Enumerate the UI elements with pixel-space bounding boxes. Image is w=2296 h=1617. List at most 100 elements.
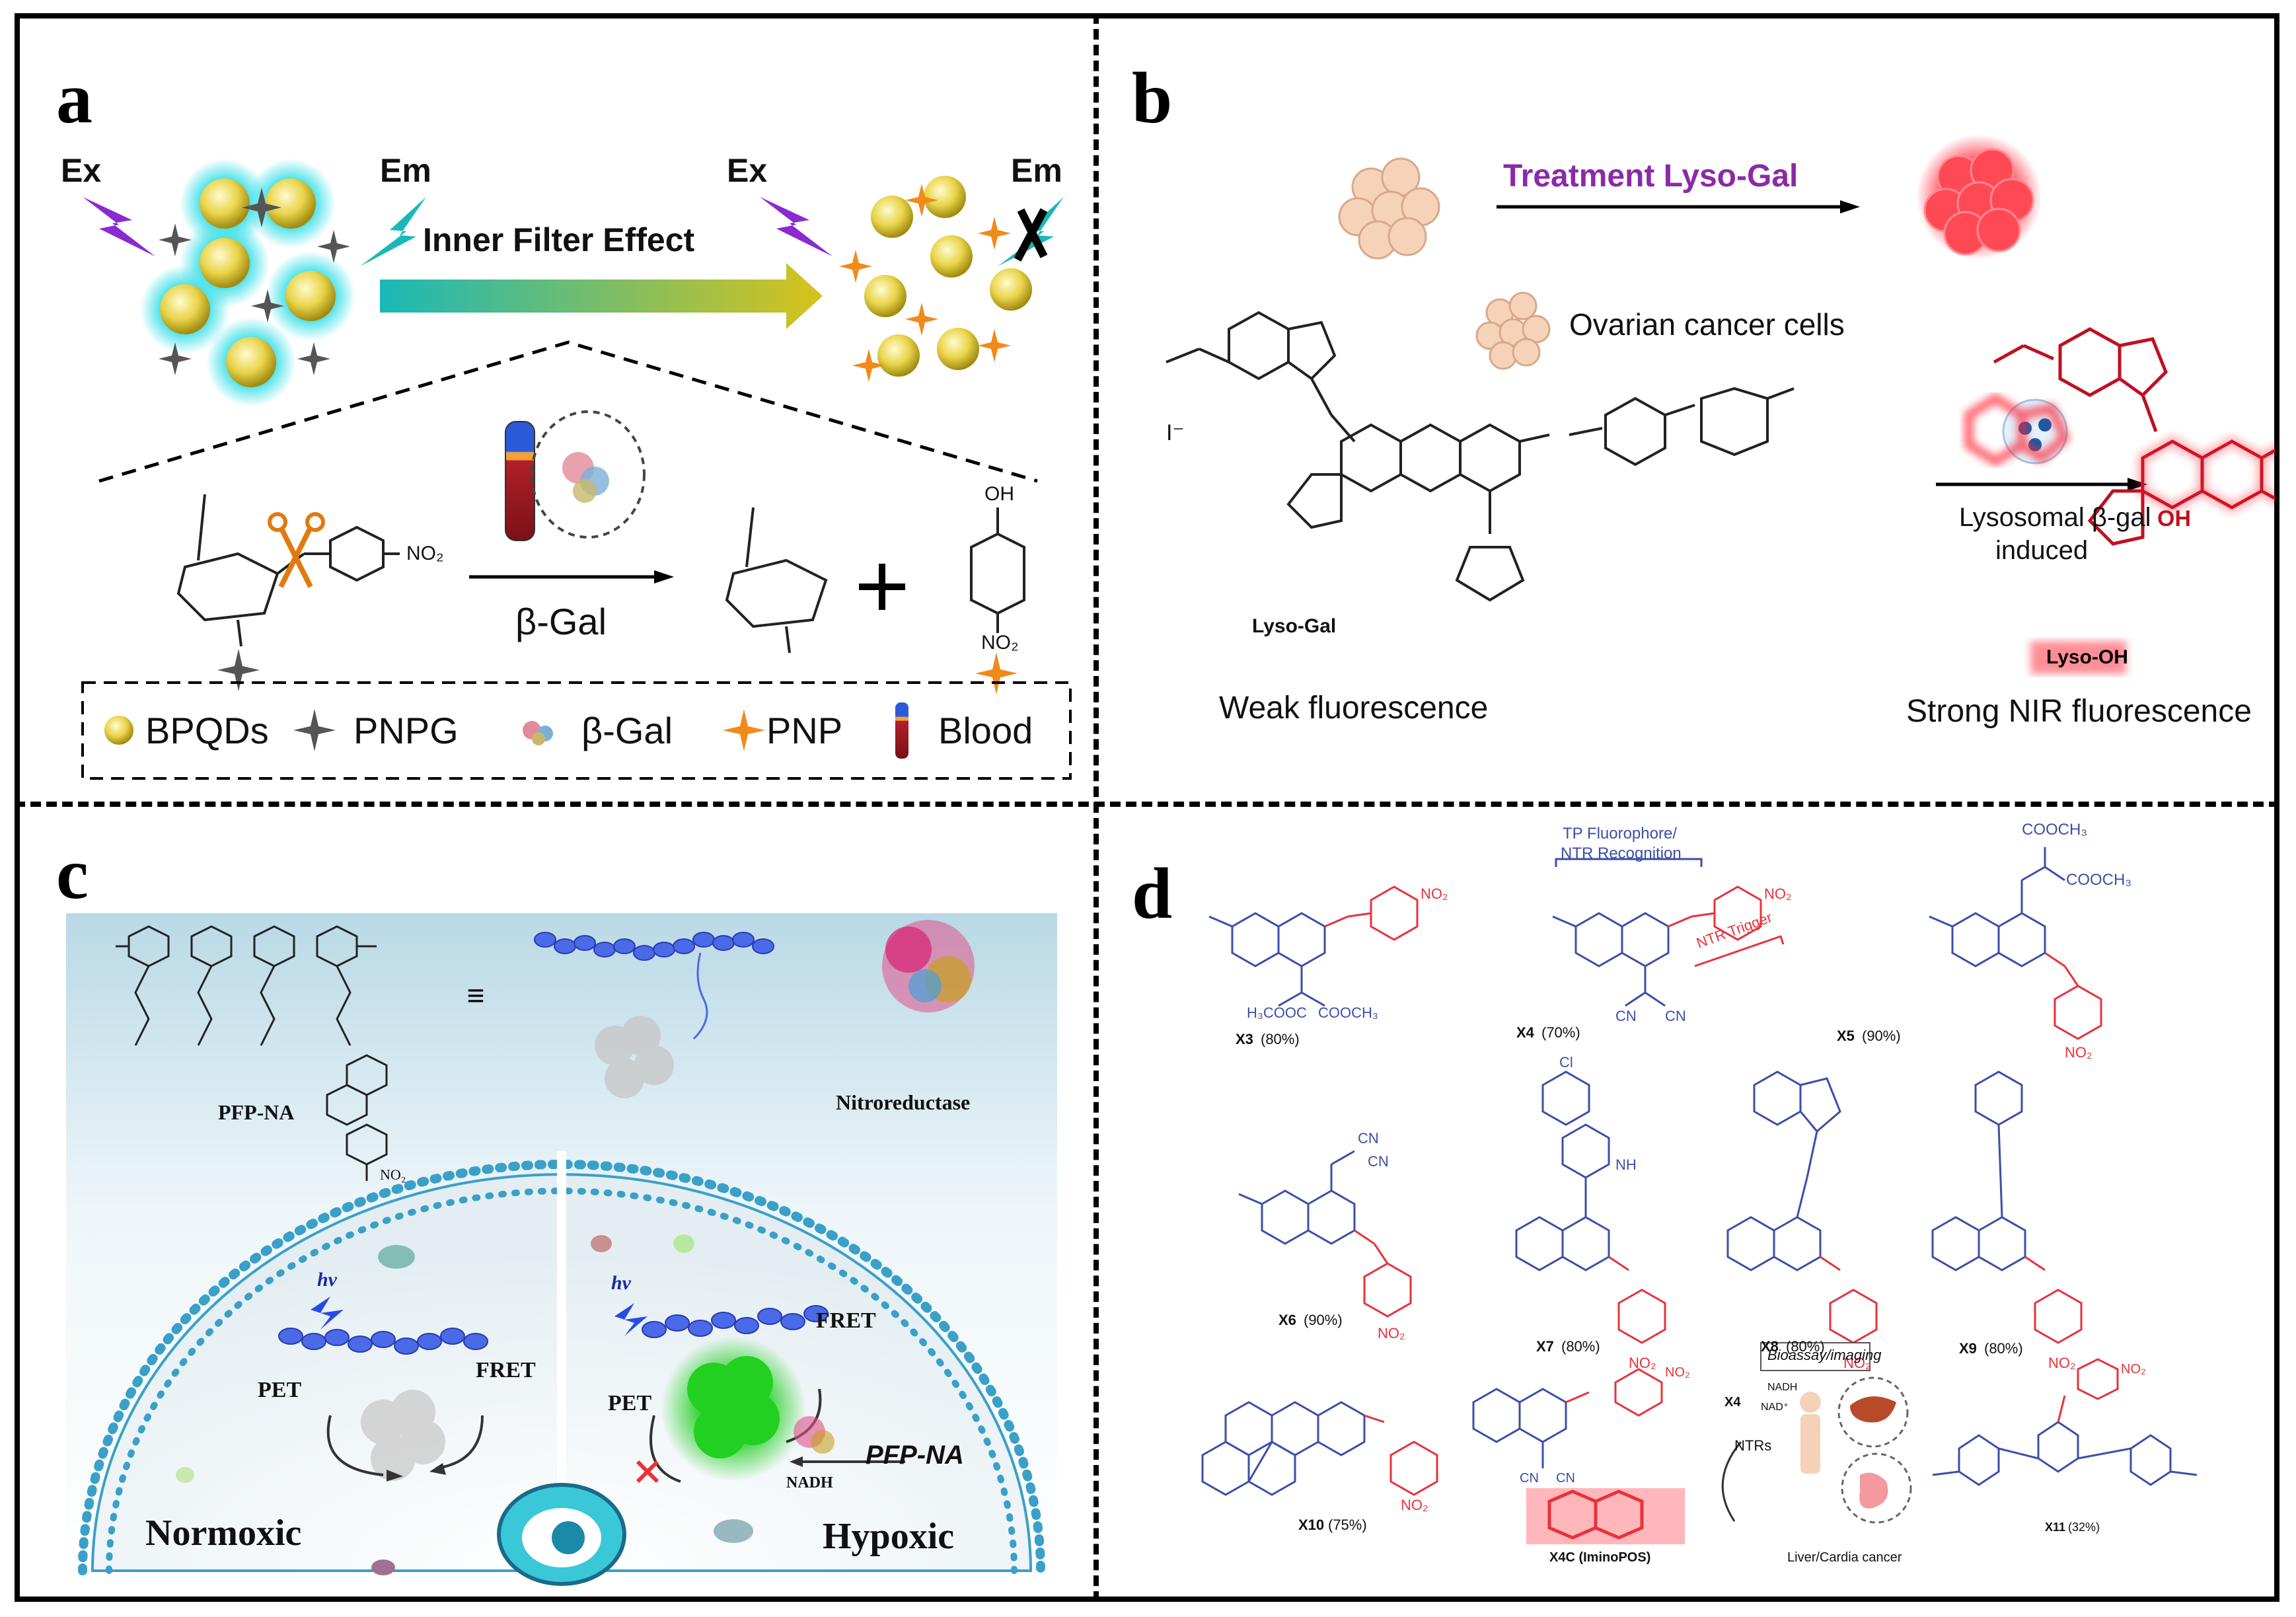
structure-x3 xyxy=(1208,885,1419,1007)
structure-x9 xyxy=(1931,1071,2083,1344)
x6-cn-top: CN xyxy=(1358,1130,1379,1147)
x4-to-x4c-arrow xyxy=(1721,1441,1742,1522)
pfp-na-label: PFP-NA xyxy=(218,1100,295,1124)
cancer-label: Liver/Cardia cancer xyxy=(1787,1550,1902,1565)
legend-enzyme-icon xyxy=(523,721,553,745)
hv-label-left: hv xyxy=(317,1269,337,1291)
x9-no2: NO₂ xyxy=(2048,1355,2076,1371)
x4-no2: NO₂ xyxy=(1764,885,1792,902)
fret-label-left: FRET xyxy=(476,1358,536,1382)
panel-label-c: c xyxy=(56,833,89,914)
panel-a-graphic xyxy=(81,159,1072,780)
x6-cn-bottom: CN xyxy=(1368,1153,1389,1170)
nadh-enzyme-icon xyxy=(794,1416,834,1454)
structure-x4 xyxy=(1552,858,1785,1007)
legend-blood-tube-icon xyxy=(895,702,908,759)
x5-cooch3-top: COOCH₃ xyxy=(2022,821,2088,839)
plus-sign xyxy=(859,564,905,610)
panel-d: d xyxy=(1100,808,2275,1597)
nitrophenol-structure xyxy=(970,508,1025,633)
x6-no2: NO₂ xyxy=(1378,1325,1405,1341)
enzyme-icon xyxy=(562,452,609,503)
bioassay-label: Bioassay/imaging xyxy=(1767,1347,1882,1363)
enzyme-line1: Lysosomal β-gal xyxy=(1959,503,2151,532)
tether-top xyxy=(692,952,708,1040)
hv-bolt-right xyxy=(614,1303,648,1336)
x6-id: X6 xyxy=(1278,1312,1296,1328)
x4c-label: X4C (IminoPOS) xyxy=(1549,1550,1651,1565)
structure-x7 xyxy=(1515,1071,1666,1344)
organelle-5 xyxy=(371,1560,395,1575)
organelle-3 xyxy=(591,1235,612,1252)
liver-icon xyxy=(1850,1396,1896,1423)
green-fluorophore xyxy=(661,1336,806,1482)
x5-id: X5 xyxy=(1837,1028,1855,1044)
nadh-label-d: NADH xyxy=(1767,1382,1798,1393)
pet-label-right: PET xyxy=(608,1391,652,1415)
header-line1: TP Fluorophore/ xyxy=(1563,825,1677,843)
x4-yield: (70%) xyxy=(1541,1024,1580,1041)
inner-filter-label: Inner Filter Effect xyxy=(423,221,695,258)
quencher-gray-top xyxy=(595,1016,674,1098)
x4-cn-left: CN xyxy=(1615,1008,1637,1024)
x3-id: X3 xyxy=(1236,1031,1253,1047)
pet-blocked-x-icon xyxy=(636,1460,659,1484)
x4-reaction-cn-right: CN xyxy=(1556,1471,1575,1485)
panel-b: b xyxy=(1100,19,2275,798)
bpqd-cluster-left xyxy=(140,159,355,407)
header-line2: NTR Recognition xyxy=(1561,845,1682,862)
x4-reaction-no2: NO₂ xyxy=(1665,1365,1690,1380)
structure-x6 xyxy=(1238,1150,1412,1318)
lyso-gal-name: Lyso-Gal xyxy=(1252,615,1337,637)
x3-cooch3: COOCH₃ xyxy=(1318,1004,1378,1021)
fret-label-right: FRET xyxy=(816,1308,876,1333)
x11-yield: (32%) xyxy=(2068,1521,2100,1534)
pnpg-marker-star xyxy=(217,649,260,691)
reactant-no2-label: NO₂ xyxy=(406,543,444,564)
beta-gal-label: β-Gal xyxy=(515,601,607,642)
x3-yield: (80%) xyxy=(1261,1031,1300,1047)
pfp-na-no2: NO₂ xyxy=(380,1166,406,1183)
pnpg-structure xyxy=(176,494,400,647)
x4-reaction-cn-left: CN xyxy=(1520,1471,1539,1485)
equals-sign: ≡ xyxy=(467,978,485,1012)
x5-no2: NO₂ xyxy=(2065,1044,2092,1061)
panel-d-graphic xyxy=(1201,847,2198,1544)
pet-arrow-right xyxy=(649,1415,681,1483)
em-label-left: Em xyxy=(380,152,431,189)
hypoxic-label: Hypoxic xyxy=(823,1516,955,1557)
x11-no2: NO₂ xyxy=(2121,1362,2146,1376)
legend-sphere-icon xyxy=(104,716,133,745)
panel-label-b: b xyxy=(1132,57,1173,138)
x3-no2: NO₂ xyxy=(1421,885,1448,902)
fret-arrow-left xyxy=(435,1415,484,1470)
x10-no2: NO₂ xyxy=(1401,1497,1428,1513)
panel-label-d: d xyxy=(1132,853,1173,934)
x4-label: X4 xyxy=(1724,1395,1741,1410)
ovarian-cells-label: Ovarian cancer cells xyxy=(1569,307,1845,342)
legend-label-pnpg: PNPG xyxy=(353,710,459,751)
organelle-2 xyxy=(673,1234,694,1253)
legend-label-beta-gal: β-Gal xyxy=(581,710,673,751)
structure-x4c xyxy=(1547,1489,1644,1540)
lyso-oh-glow xyxy=(2137,435,2275,514)
x7-cl: Cl xyxy=(1559,1054,1573,1071)
bpqd-cluster-right xyxy=(839,176,1032,382)
stomach-icon xyxy=(1859,1472,1888,1509)
zoom-lines xyxy=(98,340,1038,483)
emission-bolt-left xyxy=(360,197,426,266)
x4-id: X4 xyxy=(1516,1024,1534,1041)
organelle-1 xyxy=(378,1245,415,1269)
treatment-label: Treatment Lyso-Gal xyxy=(1503,159,1798,194)
enzyme-line2: induced xyxy=(1995,536,2089,565)
legend-box xyxy=(81,681,1072,780)
ovarian-cells-icon-legend xyxy=(1475,291,1551,370)
x8-id: X8 xyxy=(1761,1338,1779,1355)
x8-yield: (80%) xyxy=(1786,1338,1825,1355)
polymer-chain-left xyxy=(278,1328,488,1355)
ex-label-left: Ex xyxy=(61,152,102,189)
panel-b-graphic xyxy=(1166,134,2275,674)
ex-label-right: Ex xyxy=(727,152,768,189)
legend-label-bpqds: BPQDs xyxy=(145,710,269,751)
legend-label-pnp: PNP xyxy=(766,710,843,751)
